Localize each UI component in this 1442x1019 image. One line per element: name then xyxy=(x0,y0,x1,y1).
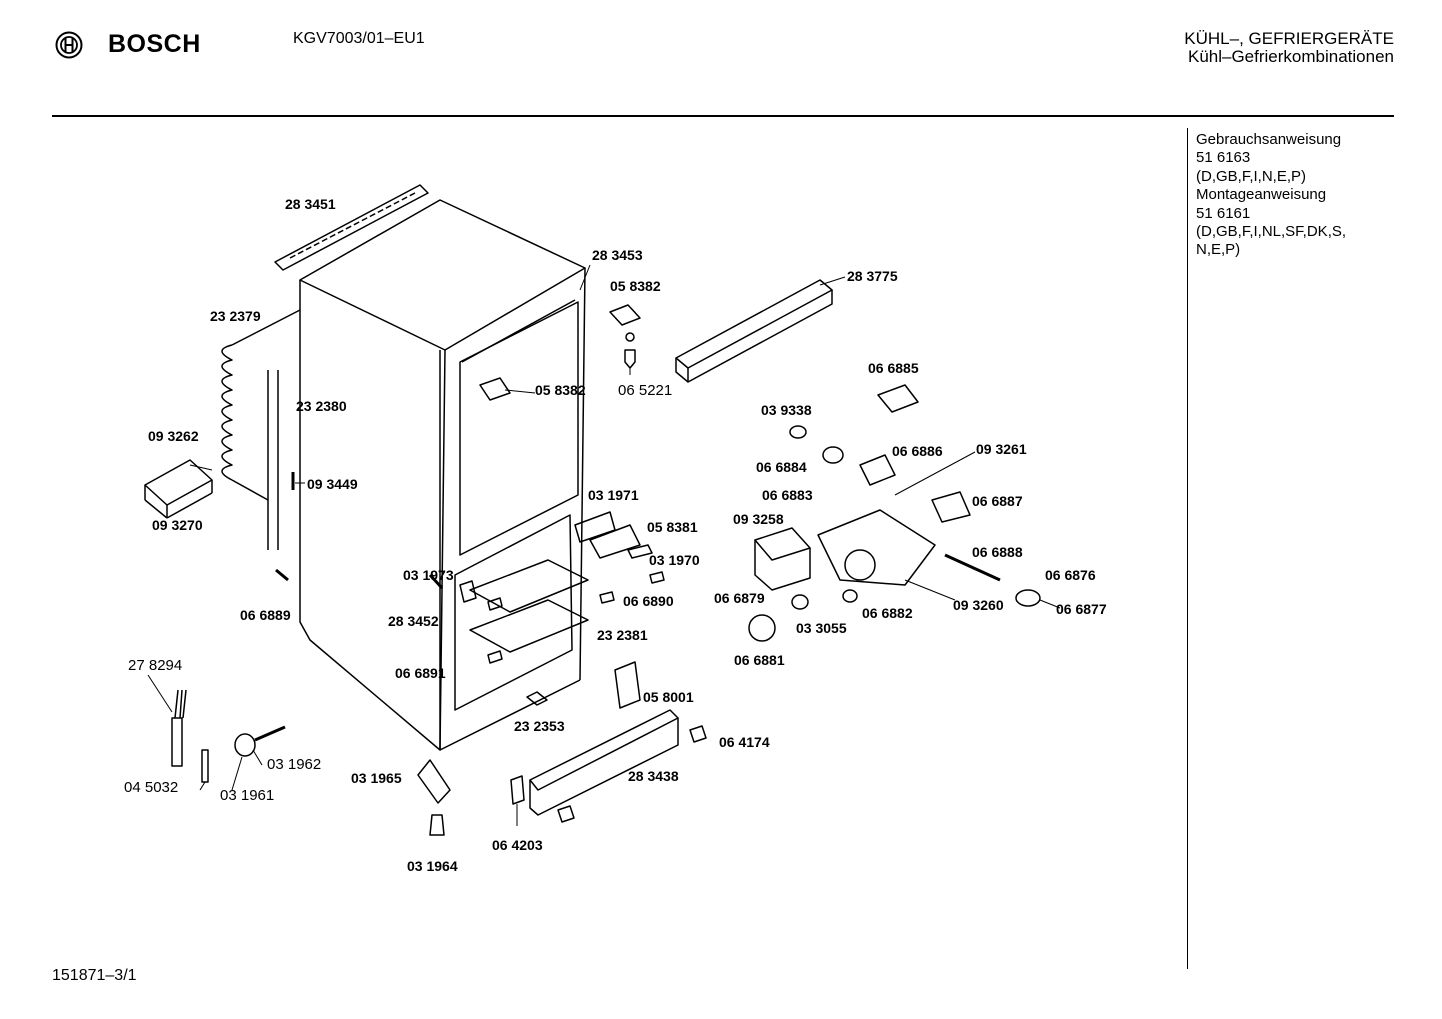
part-label: 28 3438 xyxy=(628,768,679,784)
part-label: 06 6888 xyxy=(972,544,1023,560)
part-label: 28 3451 xyxy=(285,196,336,212)
light-cover-part xyxy=(675,279,833,383)
document-item: Montageanweisung xyxy=(1196,186,1327,204)
part-label: 06 6890 xyxy=(623,593,674,609)
part-label: 06 6879 xyxy=(714,590,765,606)
sidebar-divider xyxy=(1187,128,1188,969)
part-label: 06 4203 xyxy=(492,837,543,853)
part-label: 06 6877 xyxy=(1056,601,1107,617)
part-label: 06 6884 xyxy=(756,459,807,475)
header-divider xyxy=(52,115,1394,117)
part-label: 03 1973 xyxy=(403,567,454,583)
thermostat-housing-part xyxy=(817,509,936,586)
part-label: 09 3449 xyxy=(307,476,358,492)
part-label: 28 3775 xyxy=(847,268,898,284)
part-label: 06 6886 xyxy=(892,443,943,459)
leader-lines xyxy=(147,264,1061,826)
part-label: 05 8382 xyxy=(610,278,661,294)
brand-name: BOSCH xyxy=(108,30,201,58)
part-label: 03 1961 xyxy=(220,787,275,804)
part-label: 03 1971 xyxy=(588,487,639,503)
document-item: 51 6161 xyxy=(1196,204,1251,222)
part-label: 06 6885 xyxy=(868,360,919,376)
document-item: Gebrauchsanweisung xyxy=(1196,131,1342,148)
drip-tray-part xyxy=(144,459,213,519)
category-title: KÜHL–, GEFRIERGERÄTE xyxy=(1184,29,1394,48)
part-label: 09 3262 xyxy=(148,428,199,444)
part-label: 23 2381 xyxy=(597,627,648,643)
cabinet-body-part xyxy=(299,199,586,751)
part-label: 06 6883 xyxy=(762,487,813,503)
part-label: 09 3258 xyxy=(733,511,784,527)
document-list: Gebrauchsanweisung 51 6163 (D,GB,F,I,N,E… xyxy=(1196,131,1346,260)
lamp-holder-part xyxy=(754,527,811,591)
document-item: 51 6163 xyxy=(1196,149,1251,167)
part-label: 23 2353 xyxy=(514,718,565,734)
part-label: 23 2380 xyxy=(296,398,347,414)
part-label: 23 2379 xyxy=(210,308,261,324)
shelf-part xyxy=(469,559,589,653)
part-label: 06 6889 xyxy=(240,607,291,623)
category-subtitle: Kühl–Gefrierkombinationen xyxy=(1187,47,1394,66)
part-label: 27 8294 xyxy=(128,657,183,674)
part-label: 06 6887 xyxy=(972,493,1023,509)
part-label: 05 8382 xyxy=(535,382,586,398)
part-label: 05 8381 xyxy=(647,519,698,535)
document-item: (D,GB,F,I,NL,SF,DK,S, xyxy=(1196,223,1347,241)
part-label: 06 6881 xyxy=(734,652,785,668)
part-label: 06 5221 xyxy=(618,382,673,399)
part-label: 06 4174 xyxy=(719,734,770,750)
part-label: 06 6882 xyxy=(862,605,913,621)
part-label: 03 1965 xyxy=(351,770,402,786)
part-label: 09 3270 xyxy=(152,517,203,533)
part-label: 03 1970 xyxy=(649,552,700,568)
part-label: 09 3260 xyxy=(953,597,1004,613)
part-label: 06 6876 xyxy=(1045,567,1096,583)
part-label: 28 3452 xyxy=(388,613,439,629)
part-label: 09 3261 xyxy=(976,441,1027,457)
document-item: (D,GB,F,I,N,E,P) xyxy=(1196,167,1307,185)
small-parts xyxy=(171,304,1041,836)
model-number: KGV7003/01–EU1 xyxy=(293,30,425,47)
part-label: 05 8001 xyxy=(643,689,694,705)
bosch-logo-icon xyxy=(54,30,84,65)
condenser-coil-part xyxy=(221,309,301,550)
part-label: 06 6891 xyxy=(395,665,446,681)
part-label: 04 5032 xyxy=(124,779,179,796)
vent-strip-part xyxy=(274,184,429,271)
part-label: 28 3453 xyxy=(592,247,643,263)
page-reference: 151871–3/1 xyxy=(52,967,137,984)
part-label: 03 1964 xyxy=(407,858,458,874)
part-label: 03 3055 xyxy=(796,620,847,636)
part-label: 03 9338 xyxy=(761,402,812,418)
document-item: N,E,P) xyxy=(1196,241,1241,259)
part-label: 03 1962 xyxy=(267,756,322,773)
